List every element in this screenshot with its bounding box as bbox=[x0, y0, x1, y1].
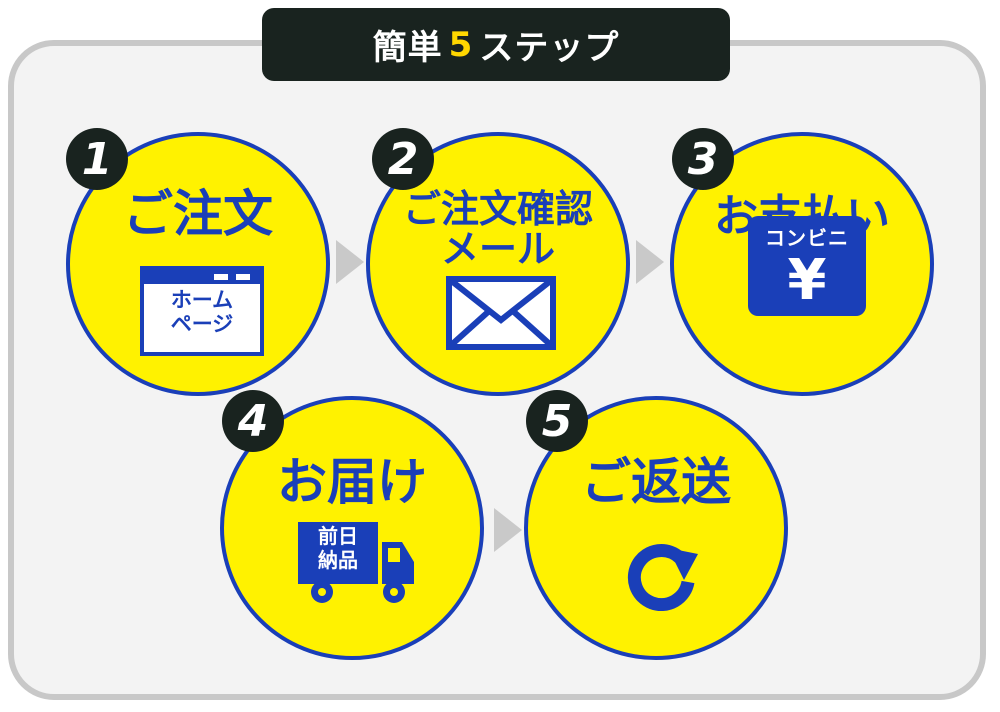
envelope-icon bbox=[446, 276, 556, 350]
arrow-4-5 bbox=[494, 508, 522, 552]
truck-icon: 前日 納品 bbox=[294, 518, 418, 612]
step-4-label: お届け bbox=[277, 453, 427, 511]
step-1-label: ご注文 bbox=[123, 185, 273, 243]
step-2-label: ご注文確認 メール bbox=[370, 187, 626, 271]
title-banner: 簡単 5 ステップ bbox=[262, 8, 730, 81]
step-3-badge: 3 bbox=[672, 128, 734, 190]
title-prefix: 簡単 bbox=[372, 28, 443, 68]
browser-icon: ホーム ページ bbox=[140, 266, 264, 356]
truck-text-line-2: 納品 bbox=[318, 548, 358, 572]
step-2-label-line-1: ご注文確認 bbox=[402, 187, 593, 231]
step-1-badge: 1 bbox=[66, 128, 128, 190]
title-suffix: ステップ bbox=[479, 28, 620, 68]
arrow-1-2 bbox=[336, 240, 364, 284]
step-2-label-line-2: メール bbox=[440, 226, 555, 271]
yen-symbol: ¥ bbox=[787, 248, 827, 313]
step-4-badge: 4 bbox=[222, 390, 284, 452]
step-5-label: ご返送 bbox=[581, 453, 731, 511]
step-5-badge: 5 bbox=[526, 390, 588, 452]
step-2-badge: 2 bbox=[372, 128, 434, 190]
arrow-2-3 bbox=[636, 240, 664, 284]
browser-text-line-1: ホーム bbox=[170, 288, 234, 312]
return-arrow-icon bbox=[627, 544, 698, 612]
convenience-text: コンビニ bbox=[765, 226, 849, 250]
browser-text-line-2: ページ bbox=[170, 312, 234, 337]
title-number: 5 bbox=[448, 24, 474, 65]
convenience-store-yen-icon: コンビニ ¥ bbox=[748, 216, 866, 316]
truck-text-line-1: 前日 bbox=[318, 524, 358, 548]
